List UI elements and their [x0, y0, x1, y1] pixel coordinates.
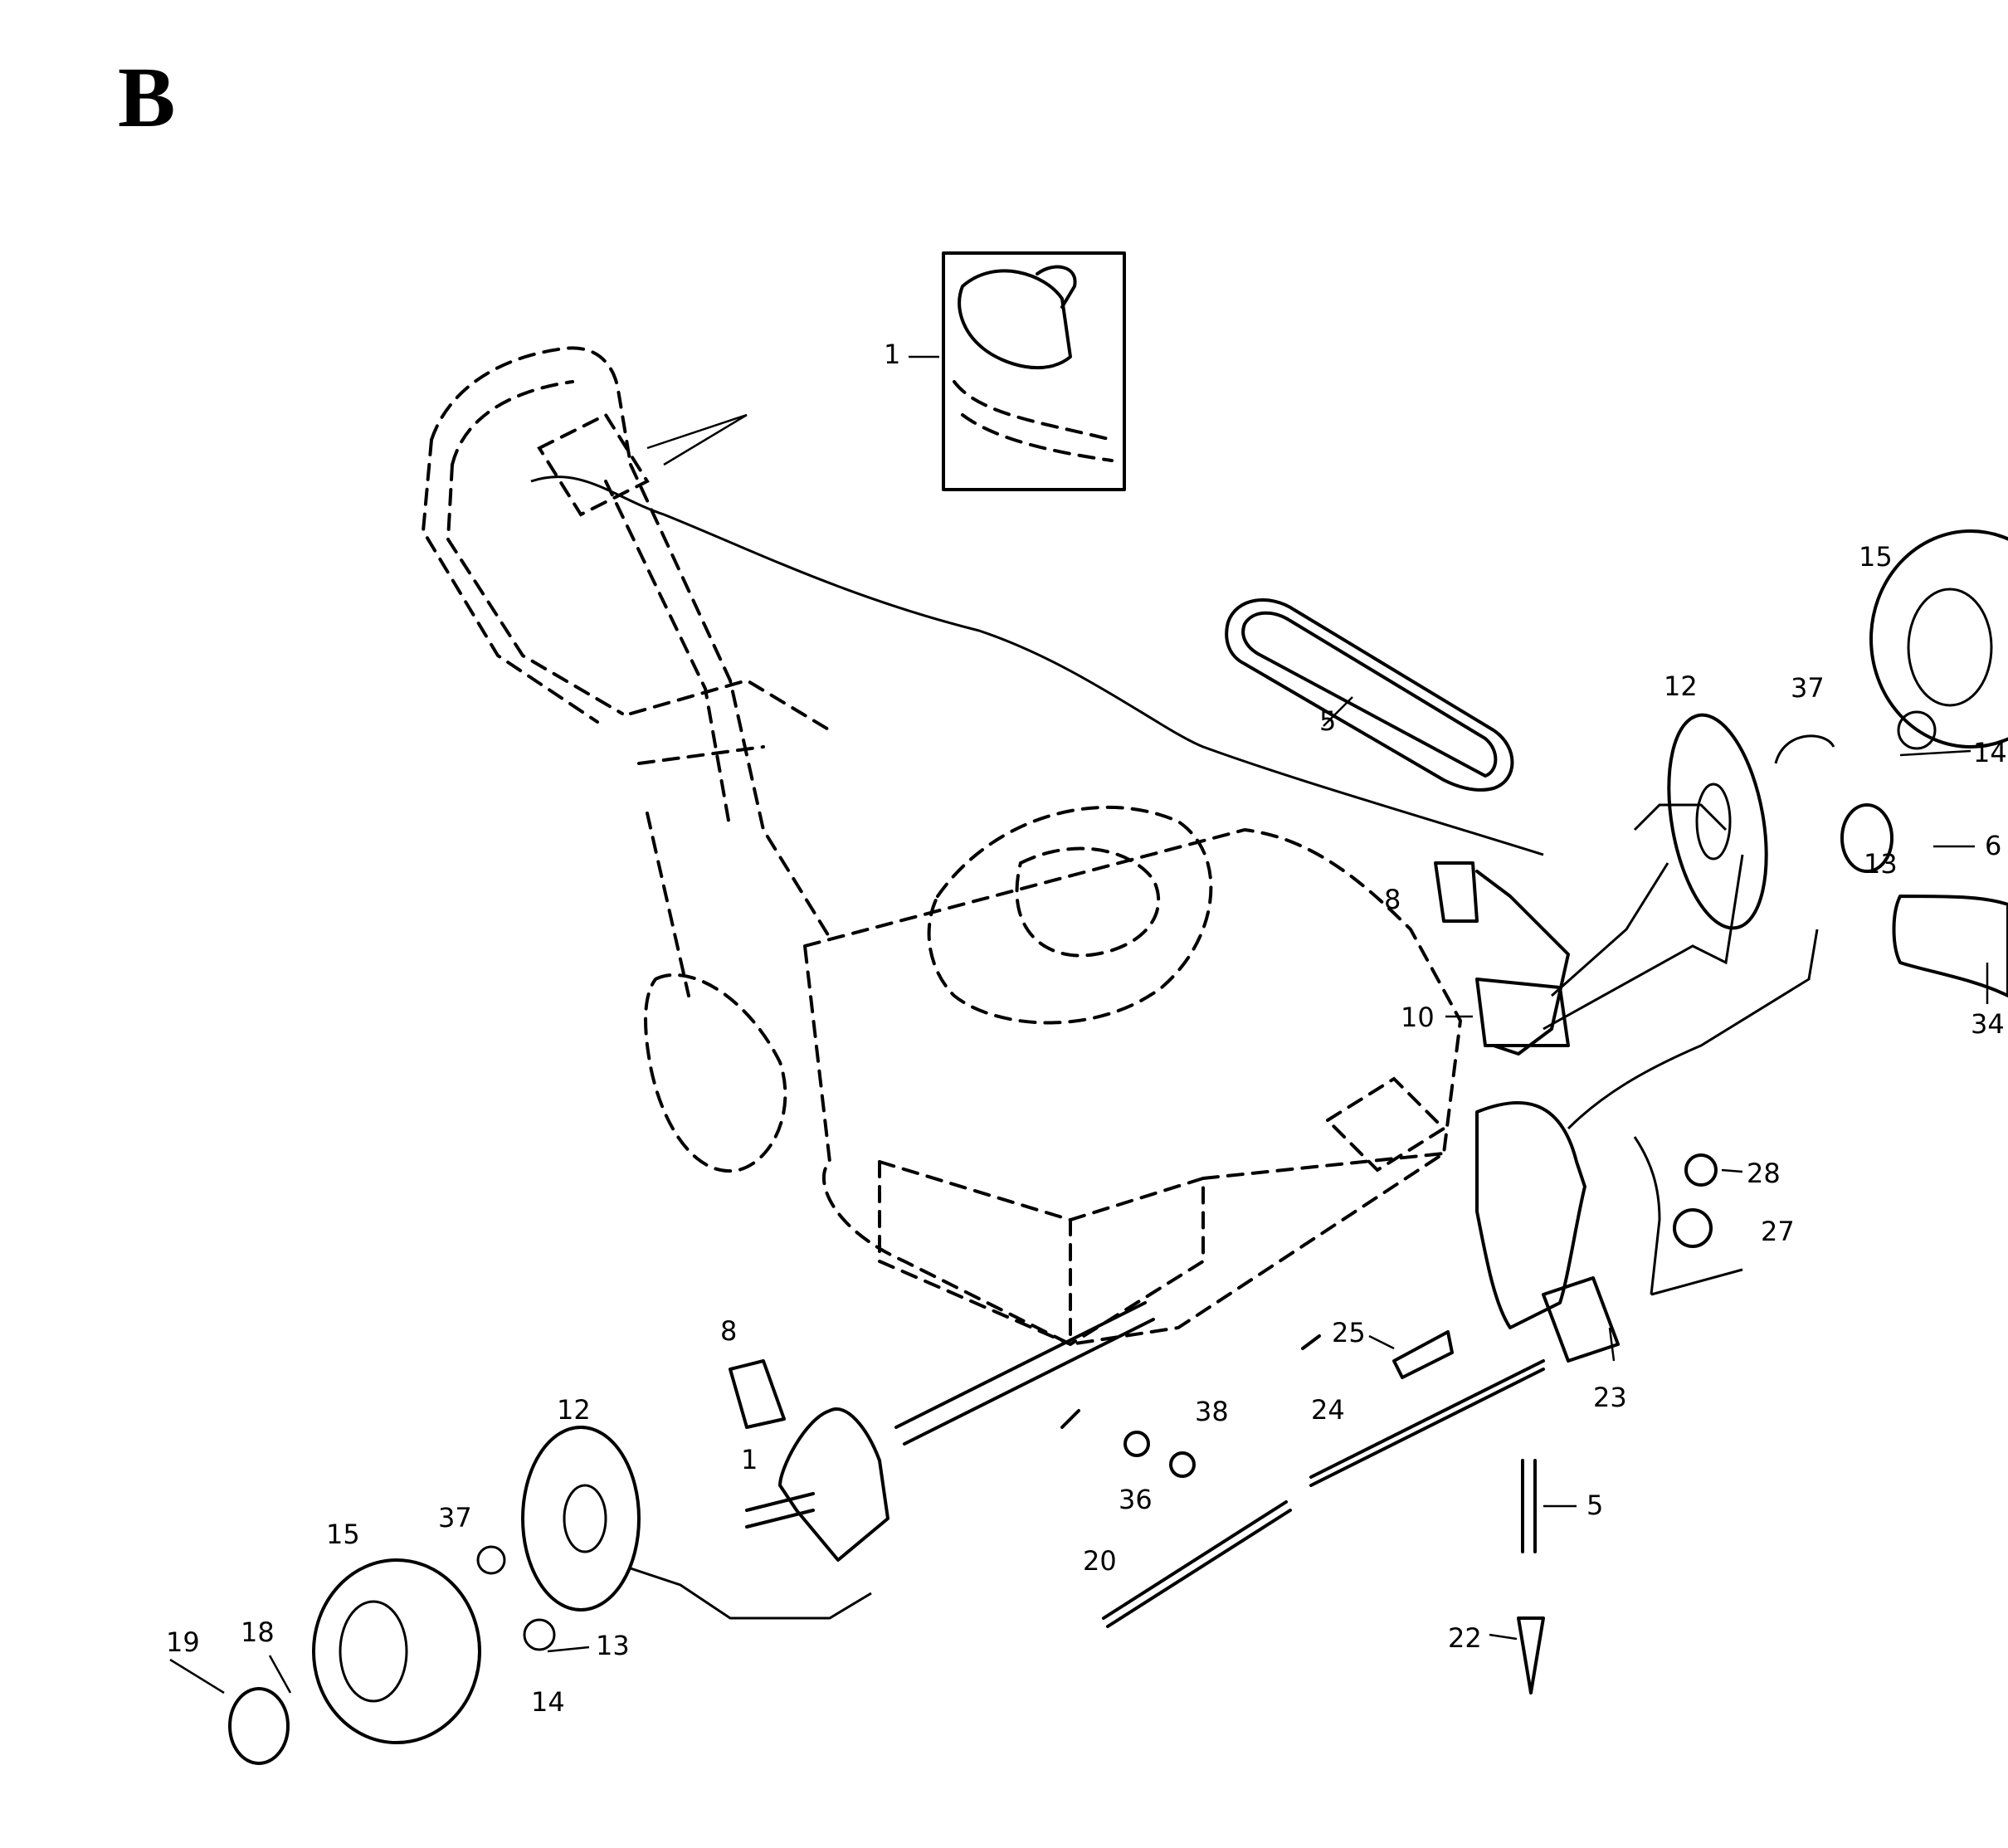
callout-22: 22: [1448, 1622, 1482, 1654]
callout-15-right: 15: [1859, 541, 1893, 573]
callout-12-bottom: 12: [557, 1394, 591, 1426]
callout-23: 23: [1593, 1382, 1627, 1413]
callout-1-top: 1: [884, 339, 900, 370]
inset-lever-detail: [909, 251, 1126, 491]
callout-13-right: 13: [1864, 848, 1898, 880]
height-adjust-bracket: [1445, 978, 1570, 1047]
callout-18: 18: [241, 1616, 275, 1648]
callout-8-bottom: 8: [720, 1315, 737, 1347]
callout-37-right: 37: [1791, 672, 1825, 704]
callout-5-belt: 5: [1319, 705, 1336, 737]
callout-27: 27: [1761, 1216, 1795, 1247]
callout-24: 24: [1311, 1394, 1345, 1426]
callout-28: 28: [1747, 1158, 1781, 1189]
callout-20: 20: [1083, 1545, 1117, 1577]
left-wheel-group: [169, 1359, 889, 1765]
callout-34: 34: [1971, 1008, 2005, 1040]
callout-8-top: 8: [1384, 884, 1401, 915]
callout-14-right: 14: [1973, 737, 2007, 768]
handle-assembly: [421, 346, 1544, 997]
gearbox-unit: [1475, 870, 1819, 1363]
callout-25: 25: [1332, 1317, 1366, 1348]
callout-5-vertical: 5: [1586, 1490, 1603, 1521]
drive-belt: [1225, 598, 1514, 792]
mower-deck: [644, 805, 1463, 1347]
callout-6: 6: [1985, 830, 2001, 861]
callout-14-left: 14: [531, 1686, 565, 1718]
callout-36: 36: [1119, 1484, 1153, 1515]
callout-1-bottom: 1: [741, 1444, 758, 1475]
callout-13-left: 13: [596, 1630, 630, 1661]
shafts: [894, 1301, 1577, 1694]
callout-38: 38: [1195, 1396, 1229, 1427]
callout-37-left: 37: [438, 1502, 472, 1533]
bracket-top: [1434, 861, 1479, 923]
callout-19: 19: [166, 1626, 200, 1658]
section-label: B: [118, 50, 176, 145]
right-axle-parts: [1543, 529, 2008, 1031]
callout-12-top: 12: [1664, 670, 1698, 702]
callout-15-left: 15: [326, 1519, 360, 1550]
callout-10: 10: [1401, 1002, 1435, 1033]
fasteners: [1060, 1330, 1454, 1478]
